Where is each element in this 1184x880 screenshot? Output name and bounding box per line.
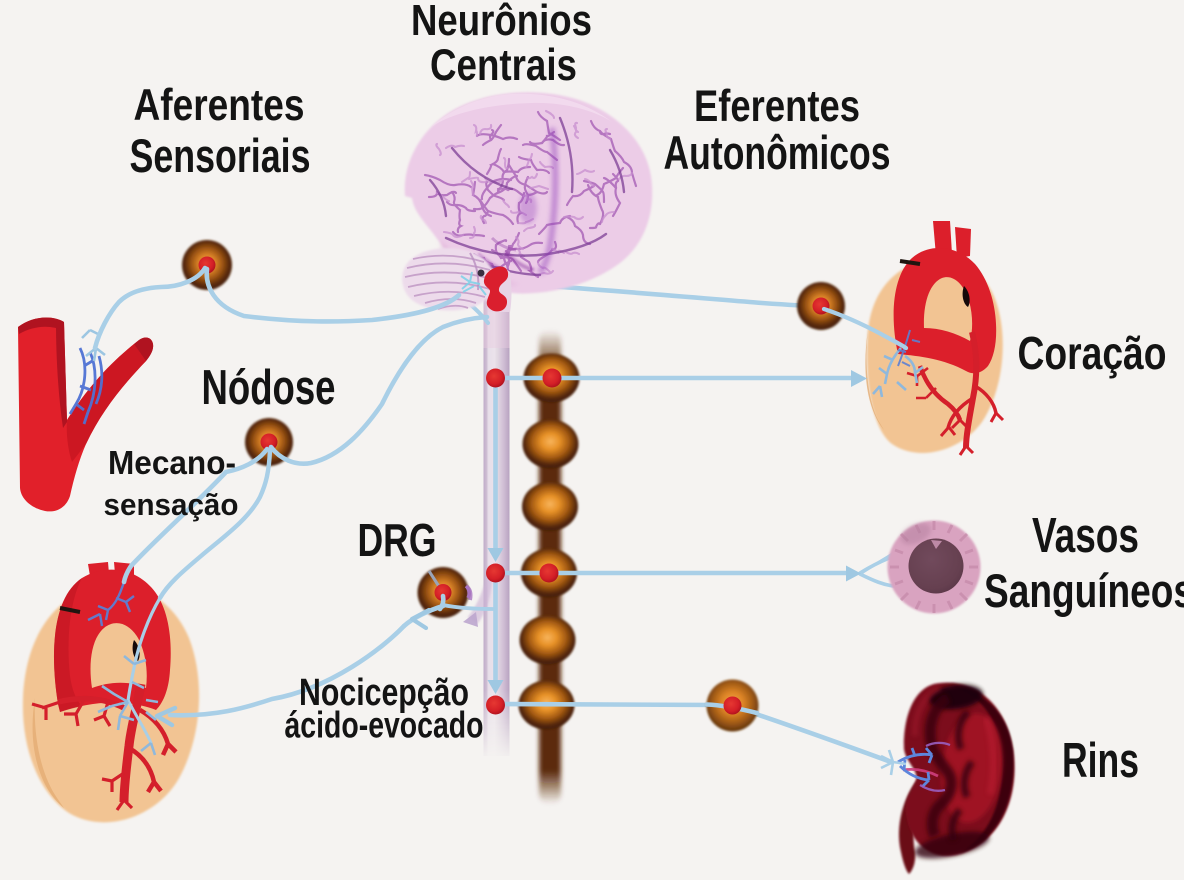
- svg-text:DRG: DRG: [358, 514, 437, 566]
- svg-text:Mecano-: Mecano-: [108, 444, 236, 481]
- svg-text:Autonômicos: Autonômicos: [664, 126, 891, 179]
- svg-text:Eferentes: Eferentes: [694, 82, 860, 131]
- svg-text:Aferentes: Aferentes: [134, 81, 305, 130]
- svg-text:Coração: Coração: [1018, 327, 1167, 379]
- svg-text:Vasos: Vasos: [1032, 508, 1139, 563]
- svg-text:Sanguíneos: Sanguíneos: [984, 564, 1184, 617]
- svg-text:sensação: sensação: [104, 487, 239, 522]
- svg-text:Neurônios: Neurônios: [411, 0, 592, 45]
- svg-text:Centrais: Centrais: [430, 41, 577, 90]
- svg-text:ácido-evocado: ácido-evocado: [285, 705, 484, 746]
- svg-text:Sensoriais: Sensoriais: [130, 129, 311, 182]
- svg-text:Rins: Rins: [1062, 734, 1139, 788]
- svg-text:Nocicepção: Nocicepção: [299, 672, 469, 714]
- svg-text:Nódose: Nódose: [202, 360, 336, 415]
